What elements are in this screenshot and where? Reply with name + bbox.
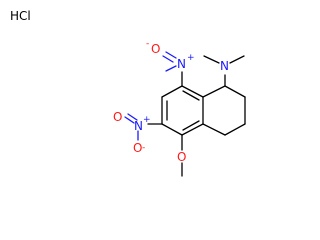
bond — [165, 65, 177, 72]
nitro-group-top: N + O - — [146, 39, 195, 87]
nitro-oxygen-label: O — [151, 42, 160, 56]
nitro-plus-charge: + — [143, 115, 151, 125]
oxygen-minus-charge: - — [146, 39, 149, 49]
bond — [224, 123, 246, 136]
bond — [182, 90, 200, 101]
bond — [203, 55, 220, 64]
nitro-oxygen-label: O — [133, 141, 142, 155]
bond — [229, 55, 245, 64]
bond — [181, 123, 204, 136]
bond — [127, 113, 138, 121]
amine-nitrogen-label: N — [220, 59, 229, 73]
oxygen-minus-charge: - — [142, 143, 145, 153]
bond — [161, 85, 183, 98]
bond — [165, 51, 177, 59]
bond — [181, 85, 204, 98]
bond — [224, 85, 246, 98]
bond — [202, 85, 226, 98]
salt-label: HCl — [10, 9, 31, 23]
bond — [124, 116, 135, 124]
nitro-nitrogen-label: N — [177, 57, 186, 71]
bond — [182, 120, 200, 131]
methoxy-oxygen-label: O — [177, 150, 186, 164]
saturated-ring — [202, 85, 246, 136]
nitro-group-left: N + O O - — [113, 110, 163, 155]
aromatic-ring — [161, 85, 204, 136]
methoxy-group: O — [177, 134, 186, 177]
bond — [161, 123, 183, 136]
bond — [202, 123, 226, 136]
nitro-nitrogen-label: N — [134, 119, 143, 133]
nitro-plus-charge: + — [187, 53, 195, 63]
molecule-diagram: HCl N + O — [10, 9, 246, 177]
structure-canvas: HCl N + O — [10, 9, 246, 177]
dimethylamino-group: N — [203, 55, 245, 87]
nitro-oxygen-label: O — [113, 110, 122, 124]
bond — [162, 55, 174, 63]
